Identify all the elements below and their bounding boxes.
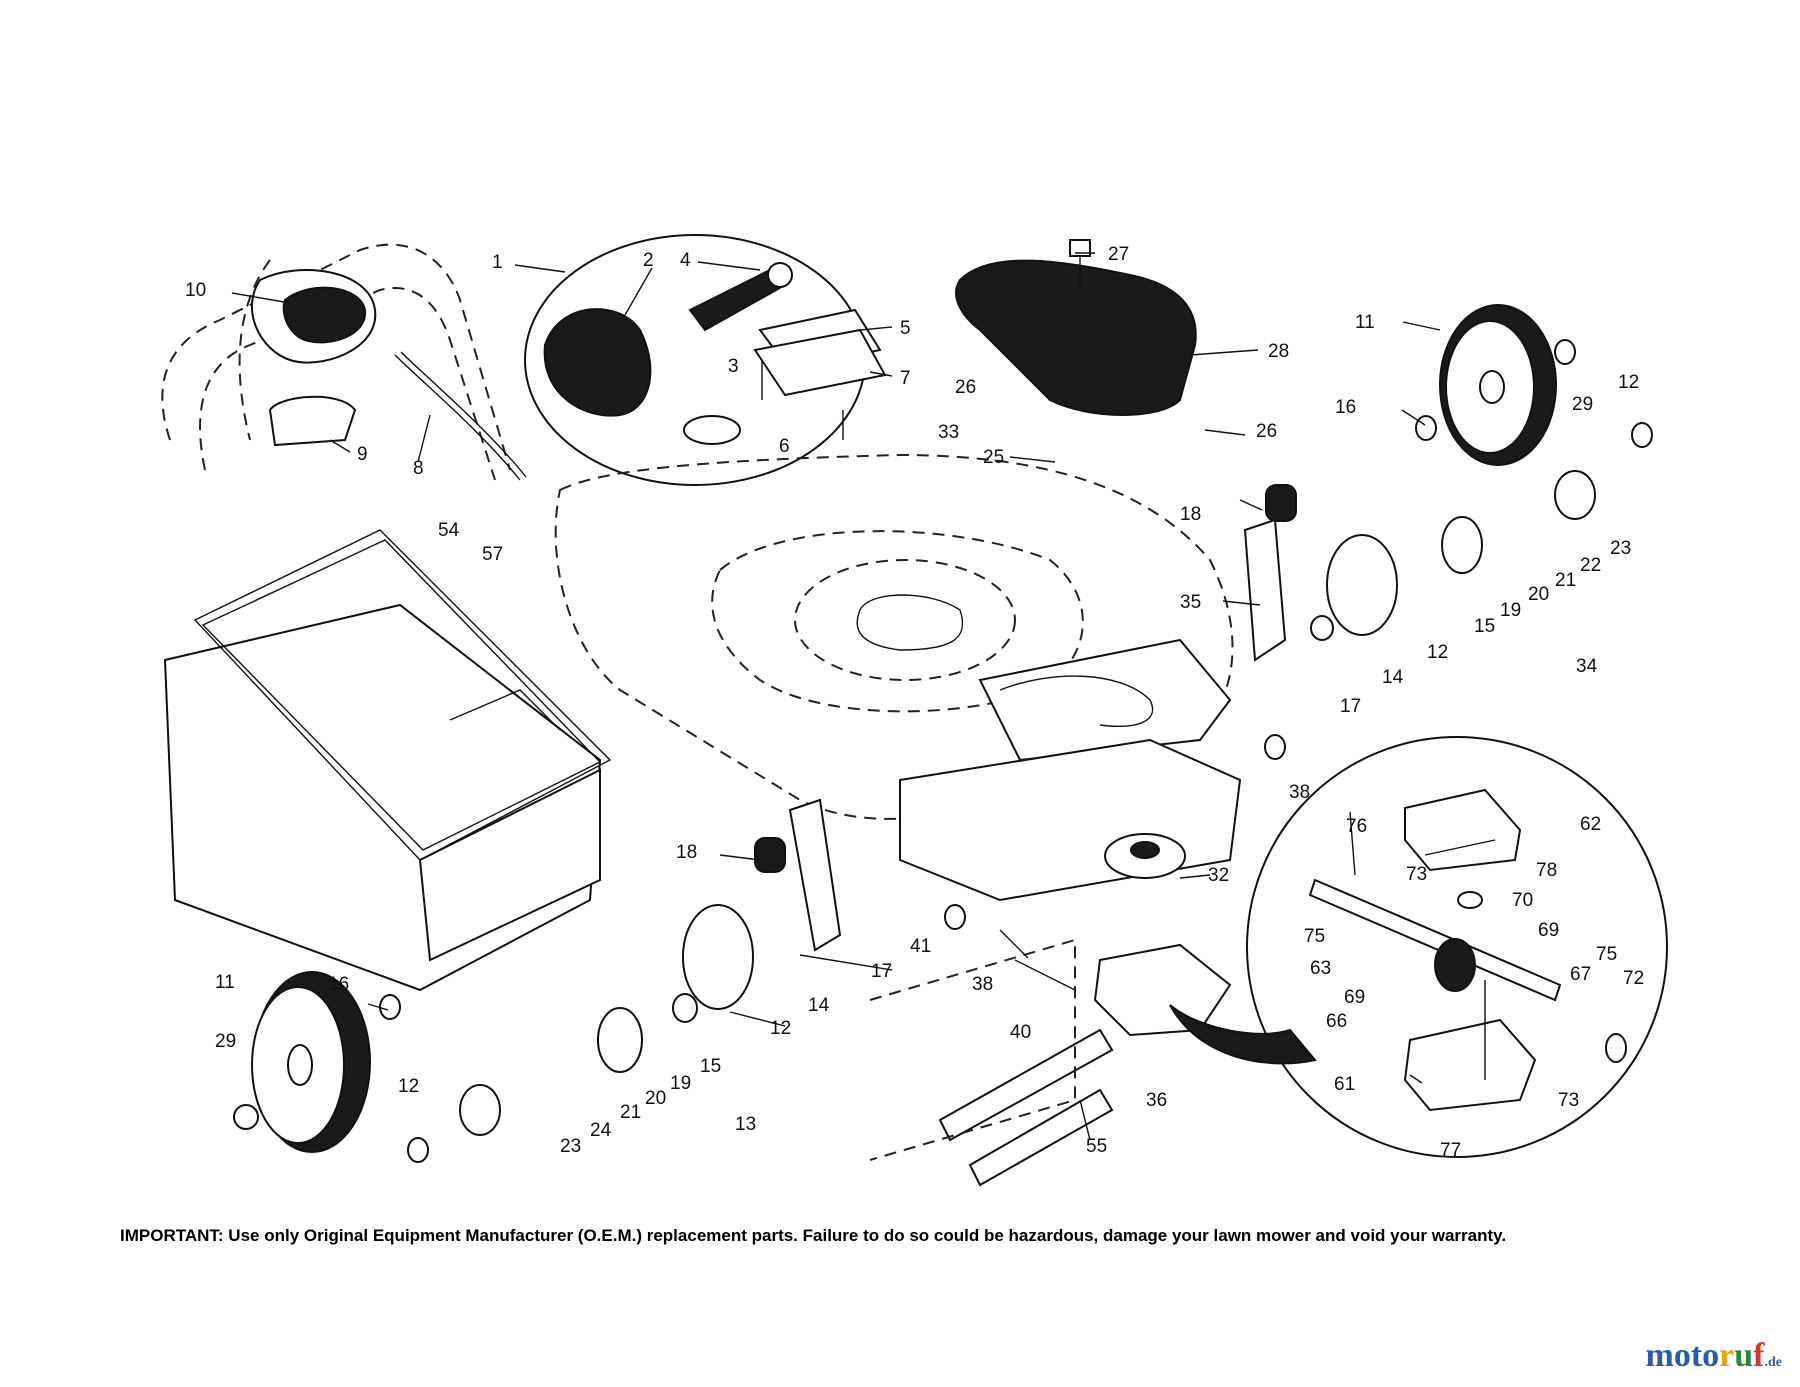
callout-19a: 19 bbox=[1500, 600, 1521, 621]
handle-controls-inset bbox=[524, 234, 887, 486]
callout-21a: 21 bbox=[1555, 570, 1576, 591]
callout-26b: 26 bbox=[1256, 421, 1277, 442]
callout-2: 2 bbox=[643, 250, 654, 271]
callout-15b: 15 bbox=[700, 1056, 721, 1077]
callout-16b: 16 bbox=[328, 974, 349, 995]
callout-62: 62 bbox=[1580, 814, 1601, 835]
callout-14a: 14 bbox=[1382, 667, 1404, 688]
callout-17b: 17 bbox=[871, 961, 892, 982]
callout-29a: 29 bbox=[1572, 394, 1593, 415]
oem-warning-notice: IMPORTANT: Use only Original Equipment M… bbox=[120, 1226, 1680, 1246]
callout-29b: 29 bbox=[215, 1031, 236, 1052]
callout-32: 32 bbox=[1208, 865, 1229, 886]
callout-20a: 20 bbox=[1528, 584, 1549, 605]
callout-18a: 18 bbox=[1180, 504, 1201, 525]
callout-labels: 1 2 3 4 5 6 7 8 9 10 11 11 12 12 12 12 1… bbox=[185, 244, 1644, 1161]
callout-4: 4 bbox=[680, 250, 691, 271]
drive-assembly bbox=[754, 734, 1286, 1187]
deck-rear-panel bbox=[978, 638, 1232, 762]
callout-11b: 11 bbox=[215, 972, 235, 993]
callout-16a: 16 bbox=[1335, 397, 1356, 418]
left-wheel-assembly bbox=[233, 904, 754, 1163]
callout-69b: 69 bbox=[1344, 987, 1365, 1008]
watermark-logo: motoruf.de bbox=[1646, 1337, 1783, 1375]
callout-24: 24 bbox=[590, 1120, 612, 1141]
callout-14b: 14 bbox=[808, 995, 830, 1016]
callout-33: 33 bbox=[938, 422, 959, 443]
callout-27: 27 bbox=[1108, 244, 1129, 265]
callout-8: 8 bbox=[413, 458, 424, 479]
callout-36: 36 bbox=[1146, 1090, 1167, 1111]
callout-76: 76 bbox=[1346, 816, 1367, 837]
callout-70: 70 bbox=[1512, 890, 1533, 911]
callout-77: 77 bbox=[1440, 1140, 1461, 1161]
callout-75b: 75 bbox=[1596, 944, 1617, 965]
callout-63: 63 bbox=[1310, 958, 1331, 979]
callout-38a: 38 bbox=[1289, 782, 1310, 803]
callout-20b: 20 bbox=[645, 1088, 666, 1109]
callout-54: 54 bbox=[438, 520, 460, 541]
gearbox-inset bbox=[1169, 736, 1668, 1158]
callout-9: 9 bbox=[357, 444, 368, 465]
callout-3: 3 bbox=[728, 356, 739, 377]
callout-18b: 18 bbox=[676, 842, 697, 863]
callout-23a: 23 bbox=[1610, 538, 1631, 559]
callout-38b: 38 bbox=[972, 974, 993, 995]
callout-55: 55 bbox=[1086, 1136, 1107, 1157]
callout-13: 13 bbox=[735, 1114, 756, 1135]
brand-part-c: u bbox=[1734, 1337, 1754, 1374]
callout-21b: 21 bbox=[620, 1102, 641, 1123]
belt-cover bbox=[955, 239, 1197, 416]
callout-17a: 17 bbox=[1340, 696, 1361, 717]
callout-57: 57 bbox=[482, 544, 503, 565]
callout-10: 10 bbox=[185, 280, 206, 301]
callout-41: 41 bbox=[910, 936, 931, 957]
knob bbox=[683, 415, 741, 445]
callout-28: 28 bbox=[1268, 341, 1289, 362]
callout-73a: 73 bbox=[1406, 864, 1427, 885]
callout-75a: 75 bbox=[1304, 926, 1325, 947]
deck-frame bbox=[899, 738, 1242, 902]
callout-5: 5 bbox=[900, 318, 911, 339]
handle-assembly bbox=[161, 243, 527, 481]
callout-40: 40 bbox=[1010, 1022, 1031, 1043]
lever-grip bbox=[543, 308, 652, 417]
callout-72: 72 bbox=[1623, 968, 1644, 989]
callout-35: 35 bbox=[1180, 592, 1201, 613]
mower-deck bbox=[554, 453, 1242, 902]
callout-66: 66 bbox=[1326, 1011, 1347, 1032]
callout-12c: 12 bbox=[770, 1018, 791, 1039]
brand-part-b: r bbox=[1719, 1337, 1735, 1374]
handle-bracket bbox=[268, 395, 357, 447]
notice-body: Use only Original Equipment Manufacturer… bbox=[228, 1226, 1507, 1245]
right-wheel-assembly bbox=[1243, 304, 1653, 662]
callout-34: 34 bbox=[1576, 656, 1598, 677]
brand-part-d: f bbox=[1753, 1337, 1765, 1374]
callout-12d: 12 bbox=[398, 1076, 419, 1097]
brand-part-a: moto bbox=[1645, 1337, 1720, 1374]
leader-lines bbox=[231, 252, 1496, 1141]
callout-11a: 11 bbox=[1355, 312, 1375, 333]
callout-25: 25 bbox=[983, 447, 1004, 468]
callout-22: 22 bbox=[1580, 555, 1601, 576]
callout-7: 7 bbox=[900, 368, 911, 389]
callout-6: 6 bbox=[779, 436, 790, 457]
callout-67: 67 bbox=[1570, 964, 1591, 985]
callout-61: 61 bbox=[1334, 1074, 1355, 1095]
callout-78: 78 bbox=[1536, 860, 1557, 881]
brand-tld: .de bbox=[1764, 1355, 1783, 1370]
callout-69a: 69 bbox=[1538, 920, 1559, 941]
grass-catcher bbox=[163, 529, 612, 992]
callout-1: 1 bbox=[492, 252, 503, 273]
callout-12a: 12 bbox=[1618, 372, 1639, 393]
callout-23b: 23 bbox=[560, 1136, 581, 1157]
callout-12b: 12 bbox=[1427, 642, 1448, 663]
callout-19b: 19 bbox=[670, 1073, 691, 1094]
callout-73b: 73 bbox=[1558, 1090, 1579, 1111]
callout-26a: 26 bbox=[955, 377, 976, 398]
callout-15a: 15 bbox=[1474, 616, 1495, 637]
notice-lead: IMPORTANT: bbox=[120, 1226, 224, 1245]
handle-button bbox=[282, 286, 367, 344]
